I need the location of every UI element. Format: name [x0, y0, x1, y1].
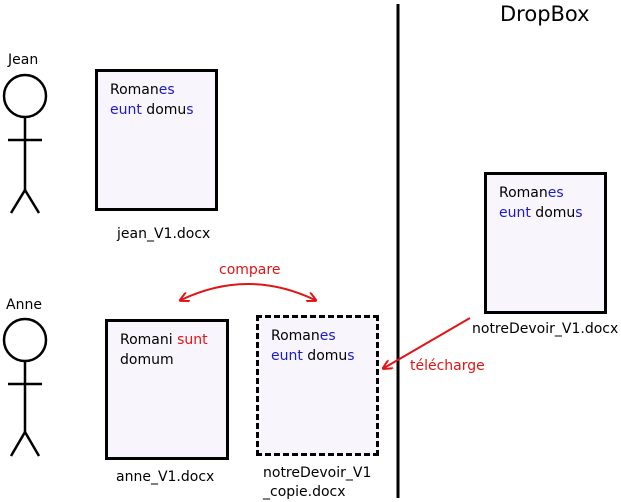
- jean-doc-filename: jean_V1.docx: [117, 226, 211, 242]
- compare-label: compare: [219, 262, 281, 278]
- anne-doc-filename: anne_V1.docx: [116, 469, 215, 485]
- doc-word-changed: s: [186, 102, 194, 118]
- download-label: télécharge: [410, 358, 485, 374]
- dropbox-doc-filename: notreDevoir_V1.docx: [472, 321, 619, 337]
- anne-document: Romani sunt domum: [105, 319, 229, 460]
- copy-doc-filename-line2: _copie.docx: [263, 484, 346, 500]
- doc-word: Roman: [110, 82, 159, 98]
- copy-doc-filename-line1: notreDevoir_V1: [263, 465, 372, 481]
- dropbox-document-text: Romanes eunt domus: [499, 183, 583, 223]
- jean-document: Romanes eunt domus: [95, 69, 218, 211]
- download-arrow: [384, 317, 471, 368]
- compare-arrow: [181, 283, 315, 300]
- doc-word-changed: s: [347, 348, 355, 364]
- dropbox-document: Romanes eunt domus: [484, 172, 607, 314]
- jean-stick-figure: [2, 73, 48, 214]
- doc-word: Romani: [120, 332, 178, 348]
- doc-word: domu: [141, 102, 187, 118]
- anne-name: Anne: [6, 297, 42, 313]
- dropbox-title: DropBox: [500, 2, 590, 26]
- doc-word-changed: eunt: [271, 348, 303, 364]
- doc-word-changed: es: [547, 185, 564, 201]
- anne-document-text: Romani sunt domum: [120, 330, 208, 370]
- doc-word: domu: [302, 348, 348, 364]
- copy-document-text: Romanes eunt domus: [271, 326, 355, 366]
- doc-word-changed: es: [158, 82, 175, 98]
- doc-word: Roman: [271, 328, 320, 344]
- doc-word-changed: s: [575, 205, 583, 221]
- jean-document-text: Romanes eunt domus: [110, 80, 194, 120]
- copy-document: Romanes eunt domus: [256, 315, 379, 456]
- doc-word-changed: es: [319, 328, 336, 344]
- doc-word-changed: eunt: [499, 205, 531, 221]
- jean-name: Jean: [8, 52, 39, 68]
- anne-stick-figure: [2, 317, 48, 457]
- doc-word: domu: [530, 205, 576, 221]
- doc-word: domum: [120, 352, 174, 368]
- doc-word-changed: sunt: [177, 332, 208, 348]
- doc-word-changed: eunt: [110, 102, 142, 118]
- doc-word: Roman: [499, 185, 548, 201]
